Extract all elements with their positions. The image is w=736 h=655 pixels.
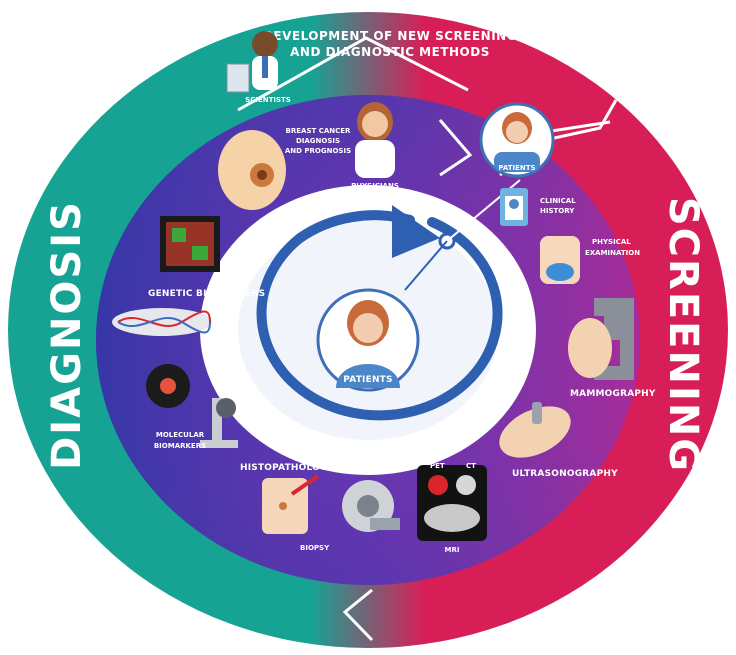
bottom-arrow-chevron bbox=[342, 588, 374, 642]
dna-icon bbox=[112, 308, 212, 336]
scientist-icon bbox=[226, 31, 278, 93]
mri-scanner-icon bbox=[342, 480, 400, 532]
diagnosis-label: DIAGNOSIS bbox=[44, 200, 90, 470]
patients-center-label: PATIENTS bbox=[343, 375, 392, 385]
connector-line-2 bbox=[404, 240, 448, 291]
genetic-label: GENETIC BIOMARKERS bbox=[148, 289, 265, 299]
clinical-label-line2: HISTORY bbox=[540, 207, 575, 215]
mammography-label: MAMMOGRAPHY bbox=[570, 389, 656, 399]
histopathology-label: HISTOPATHOLOGY bbox=[240, 463, 334, 473]
microscope-icon bbox=[146, 364, 238, 448]
bc-label-line2: DIAGNOSIS bbox=[296, 137, 340, 145]
mri-label: MRI bbox=[445, 546, 460, 554]
physical-label-line1: PHYSICAL bbox=[592, 238, 631, 246]
patient-top-icon bbox=[479, 102, 555, 178]
clipboard-icon bbox=[500, 188, 528, 226]
breast-anatomy-icon bbox=[218, 130, 286, 210]
ultrasonography-label: ULTRASONOGRAPHY bbox=[512, 469, 618, 479]
pet-label: PET bbox=[430, 462, 445, 470]
imaging-scans-icon bbox=[417, 465, 487, 541]
molecular-label-line2: BIOMARKERS bbox=[154, 442, 206, 450]
cycle-arrow bbox=[256, 205, 503, 421]
scientists-label: SCIENTISTS bbox=[245, 96, 291, 104]
gene-microarray-icon bbox=[160, 216, 220, 272]
molecular-label-line1: MOLECULAR bbox=[156, 431, 205, 439]
patient-center-icon bbox=[316, 288, 420, 392]
physicians-label: PHYSICIANS bbox=[351, 182, 399, 190]
physical-label-line2: EXAMINATION bbox=[585, 249, 640, 257]
biopsy-label: BIOPSY bbox=[300, 544, 330, 552]
ct-label: CT bbox=[466, 462, 476, 470]
bc-label-line1: BREAST CANCER bbox=[286, 127, 352, 135]
biopsy-icon bbox=[262, 474, 320, 534]
ultrasound-icon bbox=[499, 402, 571, 458]
clinical-label-line1: CLINICAL bbox=[540, 197, 576, 205]
mammography-icon bbox=[568, 298, 634, 380]
patients-top-label: PATIENTS bbox=[498, 164, 535, 172]
top-title-line2: AND DIAGNOSTIC METHODS bbox=[290, 45, 490, 59]
screening-label: SCREENING bbox=[660, 197, 706, 473]
physical-exam-icon bbox=[540, 236, 580, 284]
bc-label-line3: AND PROGNOSIS bbox=[285, 147, 351, 155]
physician-icon bbox=[355, 102, 395, 178]
top-title-line1: DEVELOPMENT OF NEW SCREENING bbox=[263, 29, 517, 43]
